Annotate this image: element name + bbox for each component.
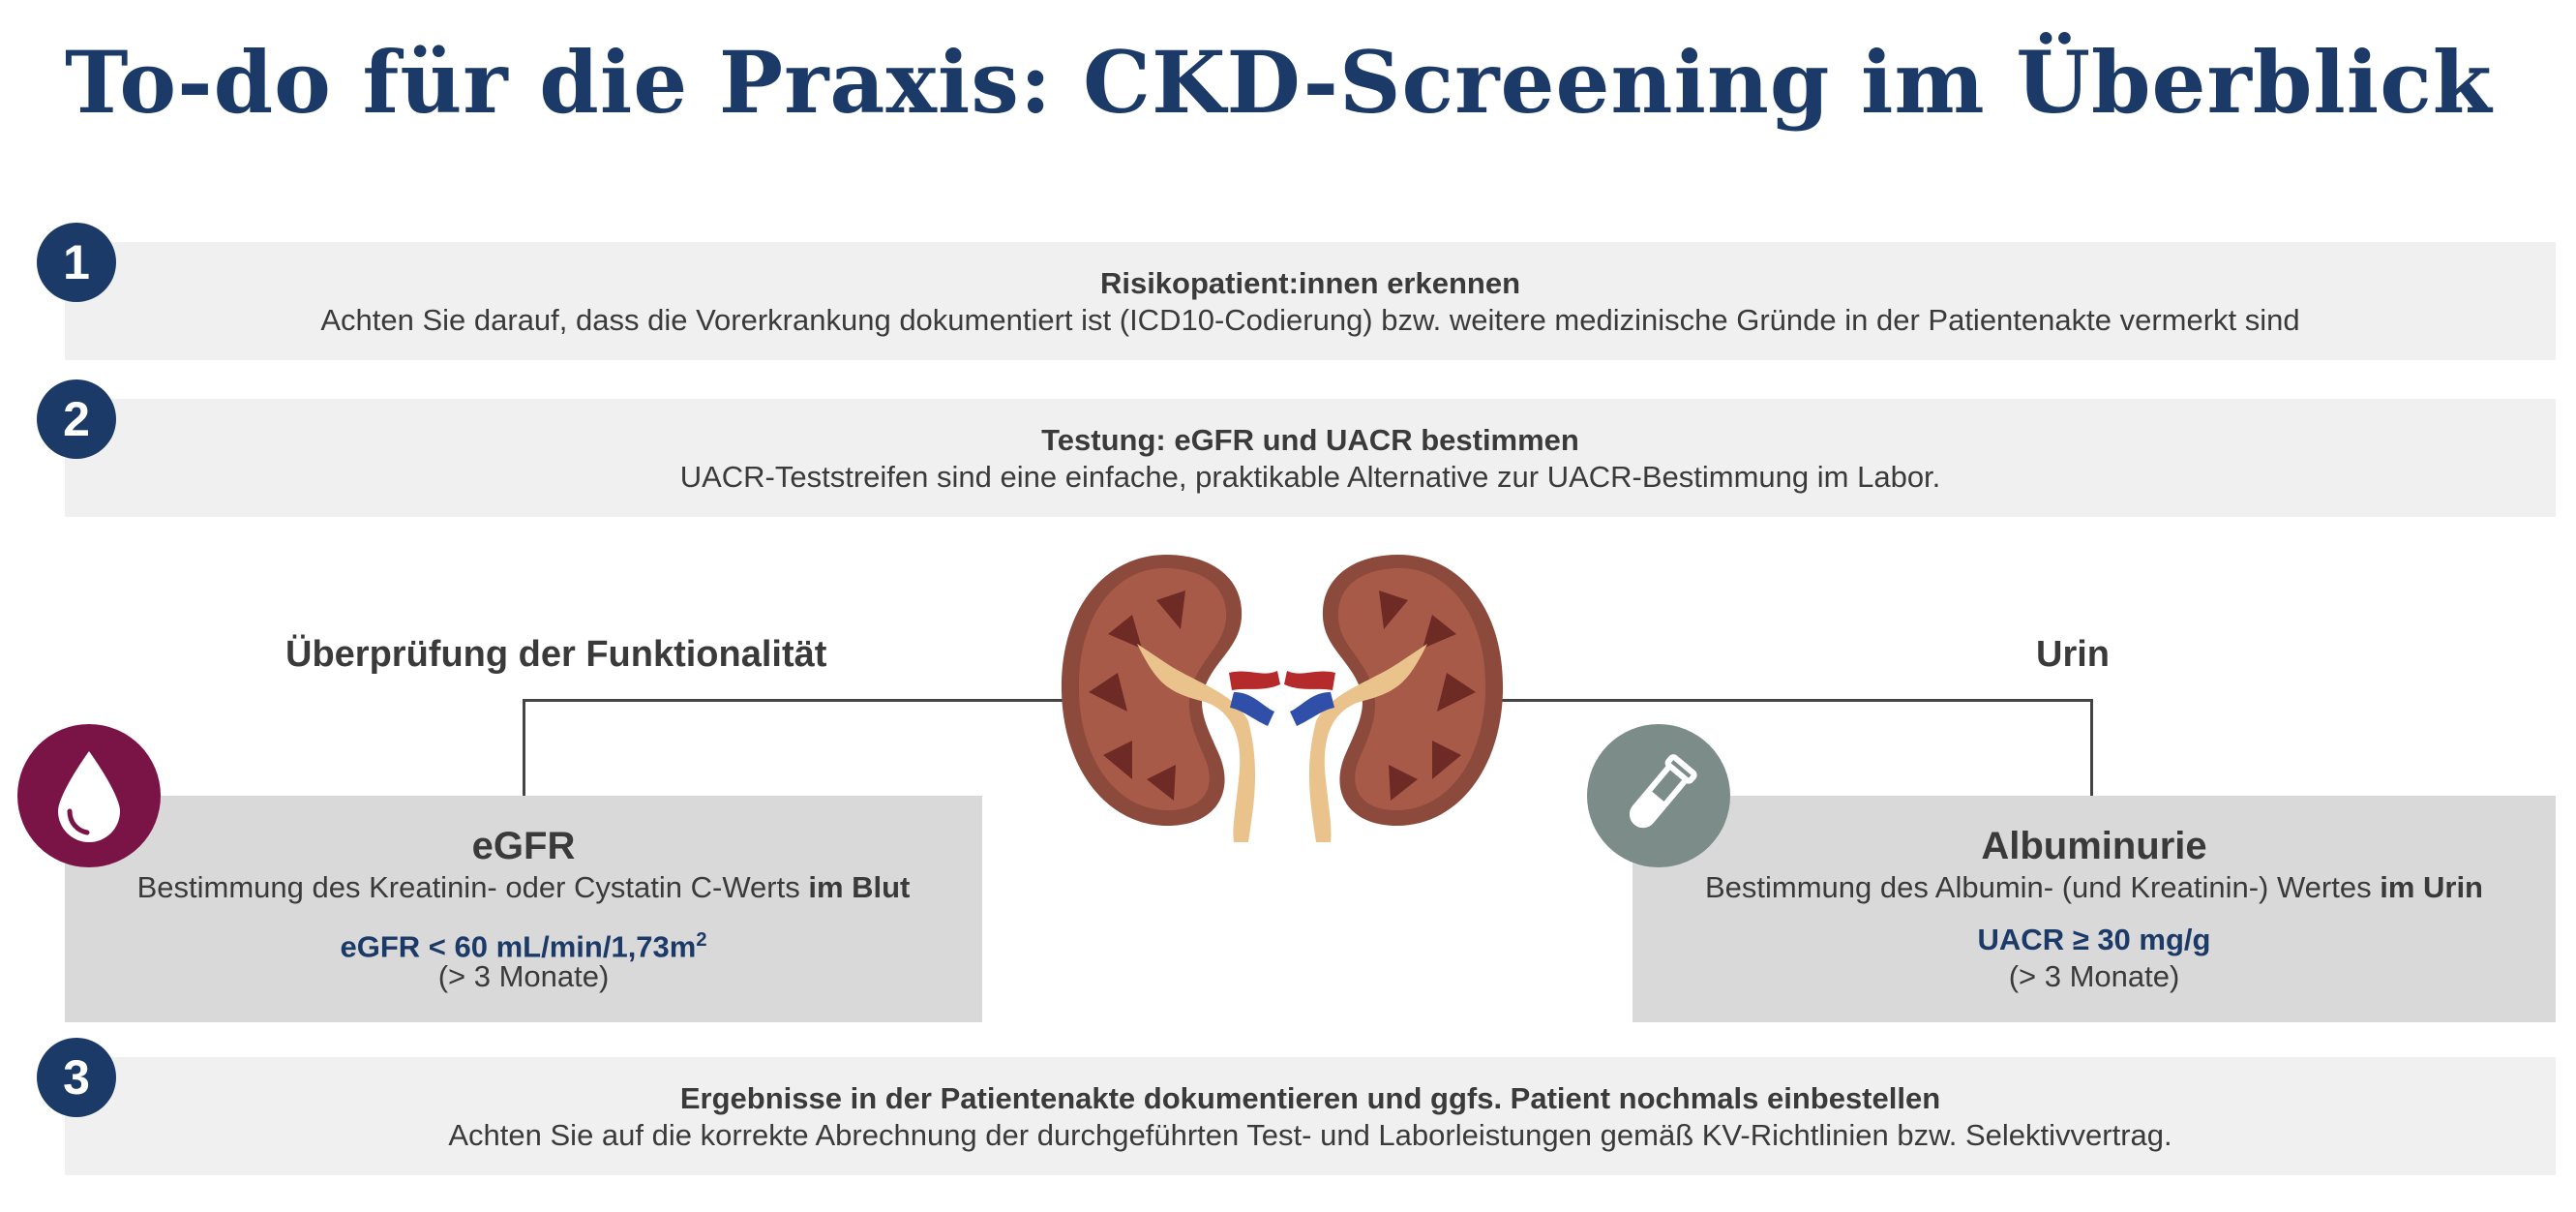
right-kidney-icon — [1284, 555, 1504, 842]
albuminuria-title: Albuminurie — [1981, 825, 2207, 867]
albuminuria-duration-note: (> 3 Monate) — [2008, 959, 2180, 993]
step-3-number-badge: 3 — [37, 1038, 116, 1117]
albuminuria-box: Albuminurie Bestimmung des Albumin- (und… — [1632, 796, 2556, 1022]
step-2-text: UACR-Teststreifen sind eine einfache, pr… — [679, 460, 1941, 494]
step-1-panel: Risikopatient:innen erkennen Achten Sie … — [65, 242, 2556, 360]
step-1-number-badge: 1 — [37, 223, 116, 302]
egfr-description: Bestimmung des Kreatinin- oder Cystatin … — [136, 870, 911, 904]
left-kidney-icon — [1061, 555, 1280, 842]
step-2-heading: Testung: eGFR und UACR bestimmen — [1041, 423, 1579, 457]
egfr-box: eGFR Bestimmung des Kreatinin- oder Cyst… — [65, 796, 982, 1022]
blood-drop-icon — [17, 724, 161, 867]
egfr-duration-note: (> 3 Monate) — [437, 959, 610, 993]
test-tube-icon — [1587, 724, 1730, 867]
step-1-text: Achten Sie darauf, dass die Vorerkrankun… — [320, 303, 2300, 337]
right-connector-line — [1500, 699, 2093, 799]
egfr-title: eGFR — [471, 825, 576, 867]
page-title: To-do für die Praxis: CKD-Screening im Ü… — [65, 32, 2493, 133]
albuminuria-description: Bestimmung des Albumin- (und Kreatinin-)… — [1704, 870, 2483, 904]
right-branch-label: Urin — [2036, 634, 2110, 675]
left-connector-line — [523, 699, 1067, 799]
egfr-threshold: eGFR < 60 mL/min/1,73m2 — [340, 929, 707, 964]
uacr-threshold: UACR ≥ 30 mg/g — [1977, 923, 2211, 956]
step-2-number-badge: 2 — [37, 379, 116, 459]
step-2-panel: Testung: eGFR und UACR bestimmen UACR-Te… — [65, 399, 2556, 517]
step-3-panel: Ergebnisse in der Patientenakte dokument… — [65, 1057, 2556, 1175]
left-branch-label: Überprüfung der Funktionalität — [285, 634, 827, 675]
step-3-text: Achten Sie auf die korrekte Abrechnung d… — [448, 1118, 2172, 1152]
step-1-heading: Risikopatient:innen erkennen — [1099, 266, 1521, 300]
kidneys-illustration — [1061, 555, 1504, 842]
step-3-heading: Ergebnisse in der Patientenakte dokument… — [679, 1081, 1941, 1115]
